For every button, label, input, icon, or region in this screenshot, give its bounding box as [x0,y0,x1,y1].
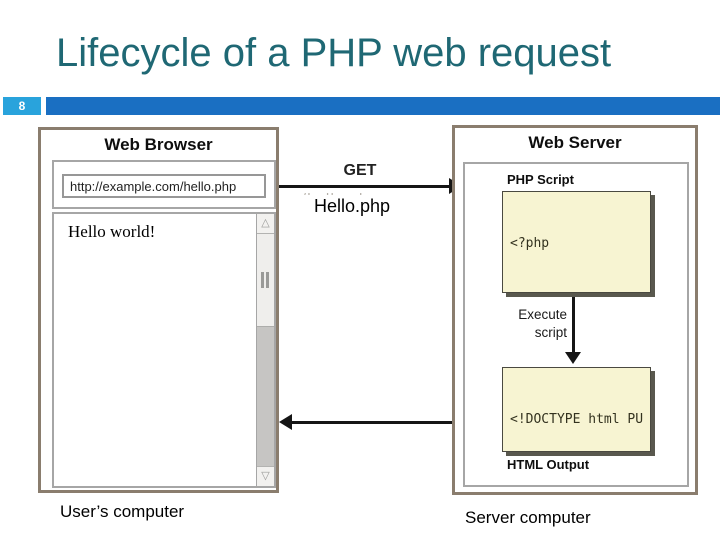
scrollbar[interactable]: △ ▽ [256,214,274,486]
execute-arrow-head-icon [565,352,581,364]
php-code-line: include('header.p [510,291,650,292]
response-arrow-head-icon [279,414,292,430]
browser-chrome [52,160,276,209]
server-inner-box: PHP Script <?php include('header.p if (i… [463,162,689,487]
page-number-badge: 8 [3,97,41,115]
accent-bar [46,97,720,115]
execute-label: script [534,325,567,340]
web-server-panel: Web Server PHP Script <?php include('hea… [452,125,698,495]
requested-file-label: Hello.php [314,196,391,216]
url-input[interactable] [62,174,266,198]
execute-arrow-line [572,297,575,353]
response-arrow-line [291,421,500,424]
scroll-up-button[interactable]: △ [257,214,274,234]
scroll-down-button[interactable]: ▽ [257,466,274,486]
scrollbar-grip [266,272,269,288]
user-computer-caption: User’s computer [60,502,185,521]
scroll-up-icon: △ [261,217,270,229]
scroll-down-icon: ▽ [261,470,270,482]
server-computer-caption: Server computer [465,508,591,527]
covered-text-remnant: /hello.php [302,190,397,195]
php-script-label: PHP Script [507,172,574,187]
scrollbar-grip [261,272,264,288]
web-server-title: Web Server [528,133,622,152]
request-method-label: GET [343,162,377,179]
execute-label: Execute [518,307,567,322]
web-browser-panel: Web Browser Hello world! △ ▽ [38,127,279,493]
html-output-label: HTML Output [507,457,590,472]
slide-title: Lifecycle of a PHP web request [56,31,612,75]
scrollbar-thumb[interactable] [257,234,274,327]
web-browser-title: Web Browser [104,135,213,154]
html-code-line: <!DOCTYPE html PU [510,412,644,427]
html-output-code-box: <!DOCTYPE html PU <html xmlns="http <hea… [502,367,651,452]
rendered-page-text: Hello world! [68,222,156,241]
browser-viewport: Hello world! △ ▽ [52,212,276,488]
request-arrow-line [279,185,451,188]
php-code-line: <?php [510,236,550,251]
php-script-code-box: <?php include('header.p if (isset($_GET[… [502,191,651,293]
